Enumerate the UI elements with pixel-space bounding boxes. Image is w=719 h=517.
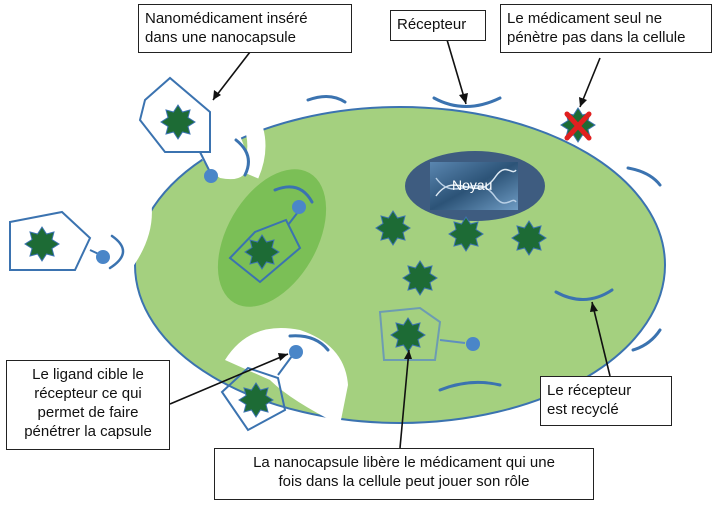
arrow-receptor bbox=[444, 32, 467, 105]
label-recycled: Le récepteur est recyclé bbox=[540, 376, 672, 426]
arrow-recycled bbox=[591, 301, 611, 377]
cross-icon bbox=[564, 111, 592, 141]
receptor-top-1 bbox=[306, 95, 347, 104]
receptor-topleft bbox=[234, 138, 250, 177]
receptor-endosome bbox=[273, 185, 314, 204]
blocked-drug bbox=[560, 107, 596, 143]
receptor-bottom bbox=[438, 380, 502, 392]
nanocapsule-left bbox=[9, 210, 110, 271]
drug-1 bbox=[375, 210, 411, 246]
ligand-endosome bbox=[292, 200, 306, 214]
label-release: La nanocapsule libère le médicament qui … bbox=[214, 448, 594, 500]
dna-icon bbox=[435, 168, 517, 197]
nanocapsule-released bbox=[378, 306, 480, 361]
ligand-bottom bbox=[289, 345, 303, 359]
label-ligand: Le ligand cible le récepteur ce qui perm… bbox=[6, 360, 170, 450]
drug-2 bbox=[448, 216, 484, 252]
nanocapsule-top bbox=[138, 76, 218, 183]
receptor-right-lower bbox=[631, 328, 662, 352]
arrows bbox=[169, 32, 611, 449]
ligand-top bbox=[204, 169, 218, 183]
arrow-nanocapsule bbox=[212, 51, 251, 101]
label-nanocapsule: Nanomédicament inséré dans une nanocapsu… bbox=[138, 4, 352, 53]
receptor-recycled bbox=[554, 288, 614, 301]
receptor-bottomleft bbox=[288, 334, 330, 352]
label-receptor: Récepteur bbox=[390, 10, 486, 41]
arrow-ligand bbox=[169, 353, 289, 405]
nanocapsule-endosome bbox=[228, 200, 306, 284]
receptor-right bbox=[626, 166, 662, 187]
drug-3 bbox=[511, 220, 547, 256]
receptor-left bbox=[108, 234, 125, 270]
label-drug-alone: Le médicament seul ne pénètre pas dans l… bbox=[500, 4, 712, 53]
arrow-release bbox=[399, 349, 410, 449]
drug-4 bbox=[402, 260, 438, 296]
receptors bbox=[108, 95, 662, 392]
receptor-top-2 bbox=[432, 96, 502, 108]
ligand-left bbox=[96, 250, 110, 264]
ligand-released bbox=[466, 337, 480, 351]
nucleus-label: Noyau bbox=[452, 177, 492, 193]
nucleus: Noyau bbox=[405, 151, 545, 221]
